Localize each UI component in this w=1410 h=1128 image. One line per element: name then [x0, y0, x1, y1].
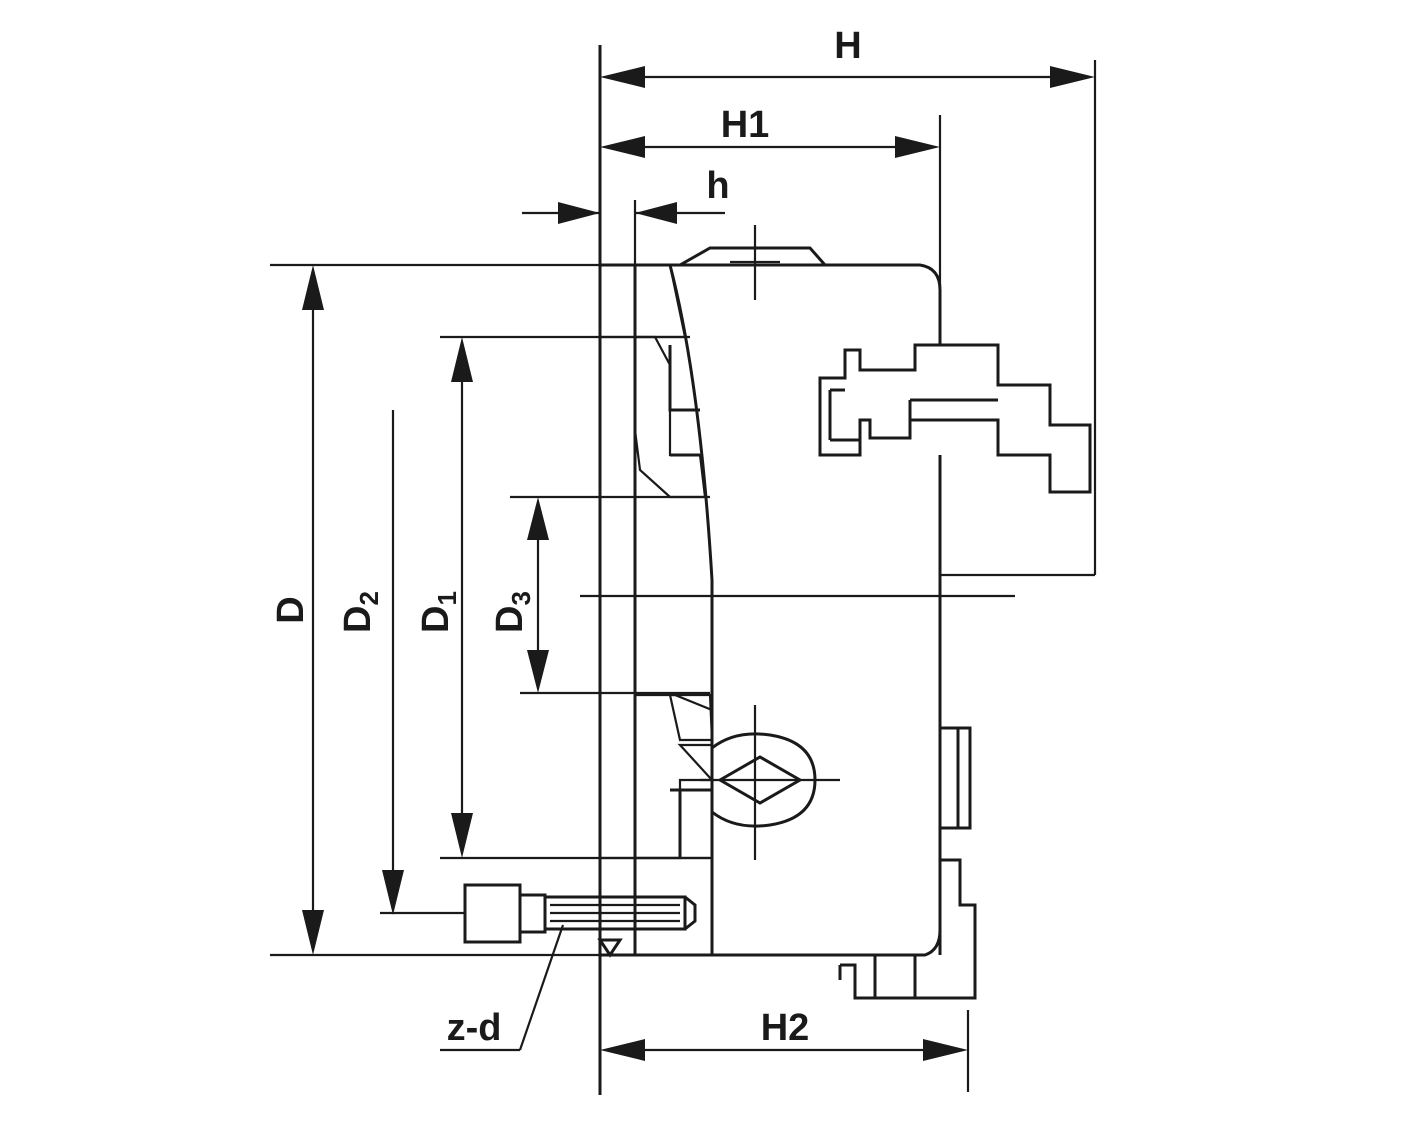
jaw-lower [838, 726, 977, 1000]
label-d: D [270, 596, 312, 623]
dimension-d1: D1 [415, 335, 710, 860]
mounting-bolt [463, 883, 697, 958]
jaw-upper [818, 343, 1092, 494]
label-h-total: H [834, 25, 861, 67]
dimension-h1: H1 [600, 104, 942, 345]
label-h1: H1 [721, 104, 770, 146]
bore-steps [668, 345, 712, 858]
label-d3: D3 [489, 591, 536, 633]
dimension-h-total: H [600, 25, 1097, 577]
key-socket [700, 705, 840, 860]
label-d1: D1 [415, 591, 462, 633]
leader-z-d: z-d [440, 924, 565, 1052]
label-small-h: h [706, 165, 729, 207]
top-slot-detail [679, 225, 827, 300]
hatched-section-top [598, 263, 707, 499]
dimension-d: D [270, 263, 600, 957]
label-d2: D2 [337, 591, 384, 633]
hatched-section-bottom [598, 693, 715, 957]
label-h2: H2 [761, 1007, 810, 1049]
dimension-d2: D2 [337, 410, 465, 915]
dimension-h2: H2 [600, 1007, 970, 1092]
label-z-d: z-d [447, 1007, 502, 1049]
dimension-small-h: h [522, 165, 730, 265]
